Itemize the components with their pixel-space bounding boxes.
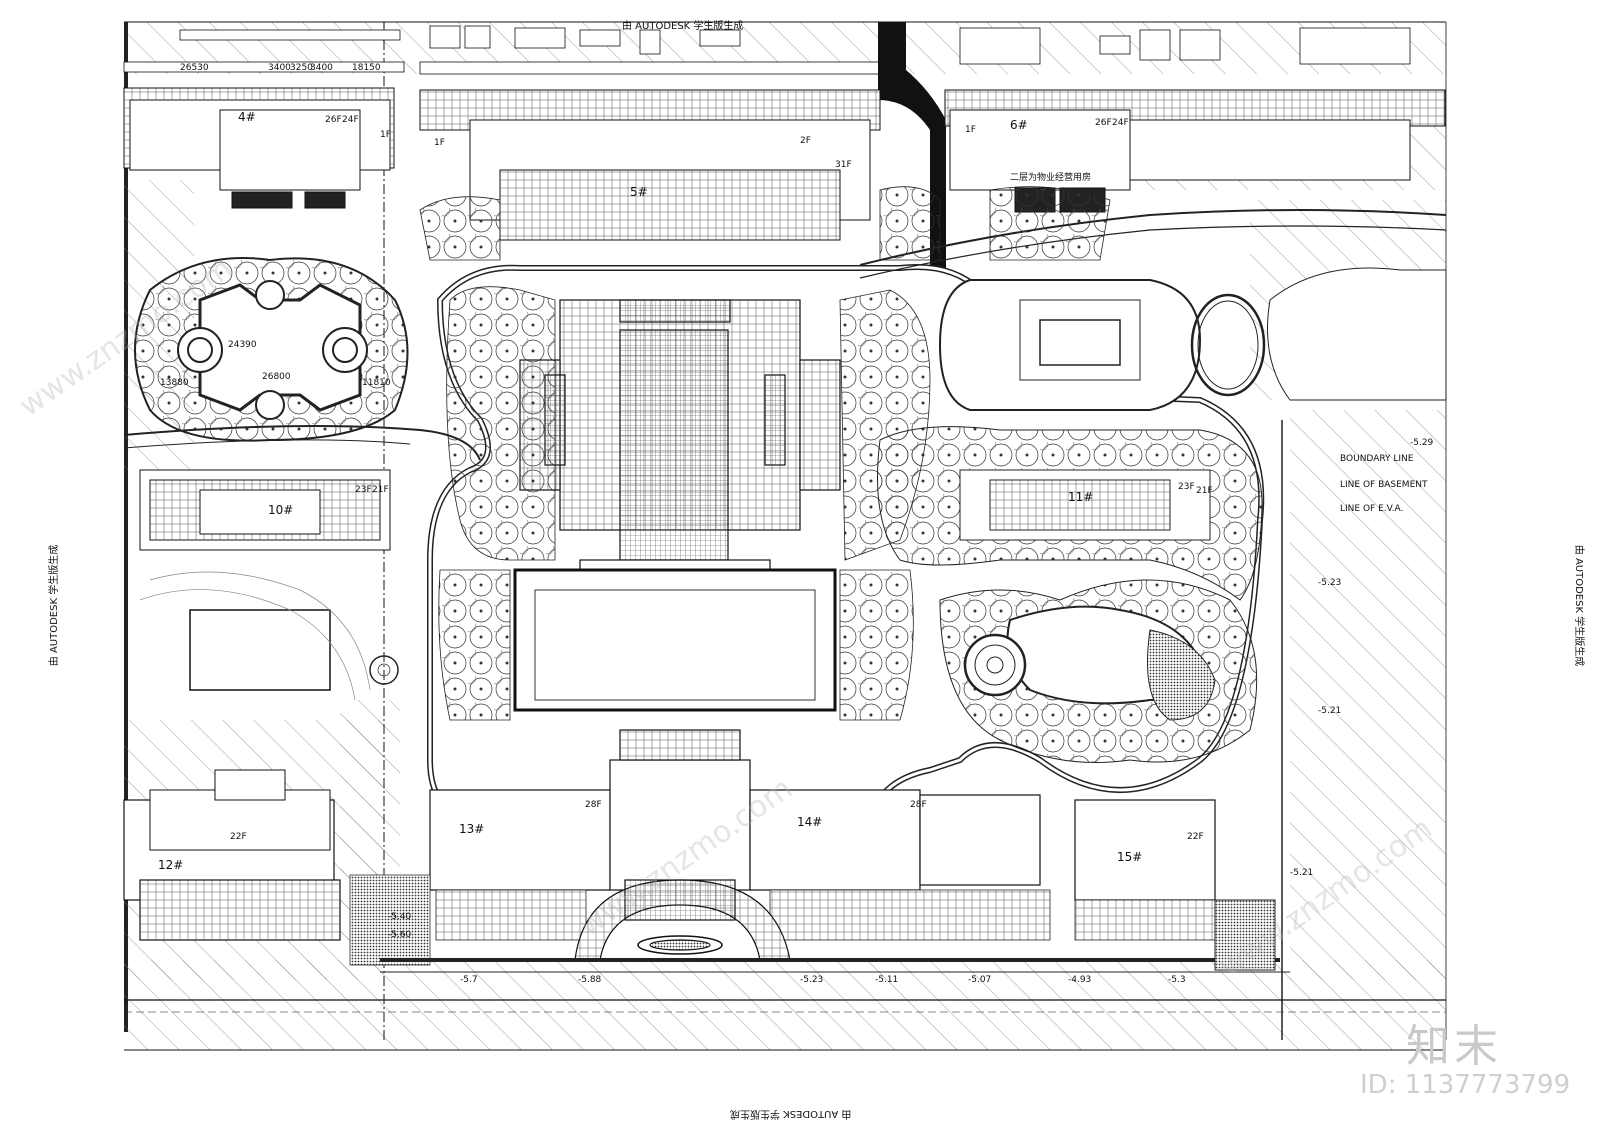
label-building-5: 5# [630, 185, 648, 199]
curve-road-top-right [859, 209, 1447, 266]
label-floor-21a: 21F [372, 485, 389, 495]
note-boundary-line: BOUNDARY LINE [1340, 454, 1414, 464]
label-floor-24b: 24F [1112, 118, 1129, 128]
top-street-blocks [123, 25, 1411, 75]
elevation-4: -5.21 [1290, 868, 1314, 878]
elevation-2: -5.23 [1318, 578, 1342, 588]
dimension-7: 13880 [160, 378, 189, 388]
dimension-5: 18150 [352, 63, 381, 73]
label-floor-26b: 26F [1095, 118, 1112, 128]
building-11-garden [877, 426, 1263, 601]
label-floor-22b: 22F [1187, 832, 1204, 842]
elevation-1: -5.29 [1410, 438, 1434, 448]
label-floor-23b: 23F [1178, 482, 1195, 492]
left-top-garden [134, 257, 409, 442]
label-floor-24: 24F [342, 115, 359, 125]
dimension-1: 26530 [180, 63, 209, 73]
edge-label-right: 由 AUTODESK 学生版生成 [1573, 544, 1585, 667]
label-floor-28a: 28F [585, 800, 602, 810]
elevation-10: -4.93 [1068, 975, 1092, 985]
elevation-11: -5.3 [1168, 975, 1186, 985]
label-floor-22a: 22F [230, 832, 247, 842]
label-building-4-top: 4# [238, 110, 256, 124]
label-building-13: 13# [459, 822, 485, 836]
label-floor-2: 2F [800, 136, 811, 146]
label-floor-1b: 1F [434, 138, 445, 148]
watermark-brand: 知末 [1406, 1021, 1502, 1072]
label-building-10: 10# [268, 503, 294, 517]
elevation-13: -5.60 [388, 930, 412, 940]
elevation-5: -5.7 [460, 975, 478, 985]
label-floor-26: 26F [325, 115, 342, 125]
dimension-3: 3250 [290, 63, 313, 73]
elevation-6: -5.88 [578, 975, 602, 985]
right-top-plaza [938, 267, 1447, 411]
edge-label-top: 由 AUTODESK 学生版生成 [622, 21, 744, 32]
building-10 [139, 469, 391, 551]
tree-clusters [419, 186, 1111, 721]
right-middle-garden [939, 579, 1258, 763]
watermark-id: ID: 1137773799 [1360, 1070, 1571, 1100]
label-floor-21b: 21F [1196, 486, 1213, 496]
lawn-rect [189, 609, 331, 691]
elevation-3: -5.21 [1318, 706, 1342, 716]
edge-label-left: 由 AUTODESK 学生版生成 [49, 544, 61, 667]
dimension-4: 3400 [310, 63, 333, 73]
label-floor-1a: 1F [380, 130, 391, 140]
contours-left [139, 571, 399, 701]
label-floor-1c: 1F [965, 125, 976, 135]
label-building-6: 6# [1010, 118, 1028, 132]
edge-label-bottom: 由 AUTODESK 学生版生成 [730, 1108, 852, 1119]
label-building-14: 14# [797, 815, 823, 829]
note-second-floor: 二层为物业经营用房 [1010, 173, 1092, 183]
parking-bays [349, 874, 1216, 966]
label-floor-23a: 23F [355, 485, 372, 495]
main-entrance [574, 879, 791, 961]
note-basement-line: LINE OF BASEMENT [1340, 480, 1428, 490]
elevation-9: -5.07 [968, 975, 992, 985]
label-building-15: 15# [1117, 850, 1143, 864]
elevation-7: -5.23 [800, 975, 824, 985]
elevation-8: -5.11 [875, 975, 899, 985]
dimension-8: 11810 [362, 378, 391, 388]
label-floor-28b: 28F [910, 800, 927, 810]
dimension-9: 24390 [228, 340, 257, 350]
top-buildings [123, 87, 1446, 241]
dimension-6: 26800 [262, 372, 291, 382]
note-eva-line: LINE OF E.V.A. [1340, 504, 1404, 514]
front-edge-bands [380, 899, 1290, 973]
building-12 [149, 769, 331, 851]
central-plaza [519, 299, 841, 621]
dimension-2: 3400 [268, 63, 291, 73]
label-building-11: 11# [1068, 490, 1094, 504]
label-building-12: 12# [158, 858, 184, 872]
service-road [878, 22, 946, 270]
label-floor-31: 31F [835, 160, 852, 170]
elevation-12: -5.40 [388, 912, 412, 922]
